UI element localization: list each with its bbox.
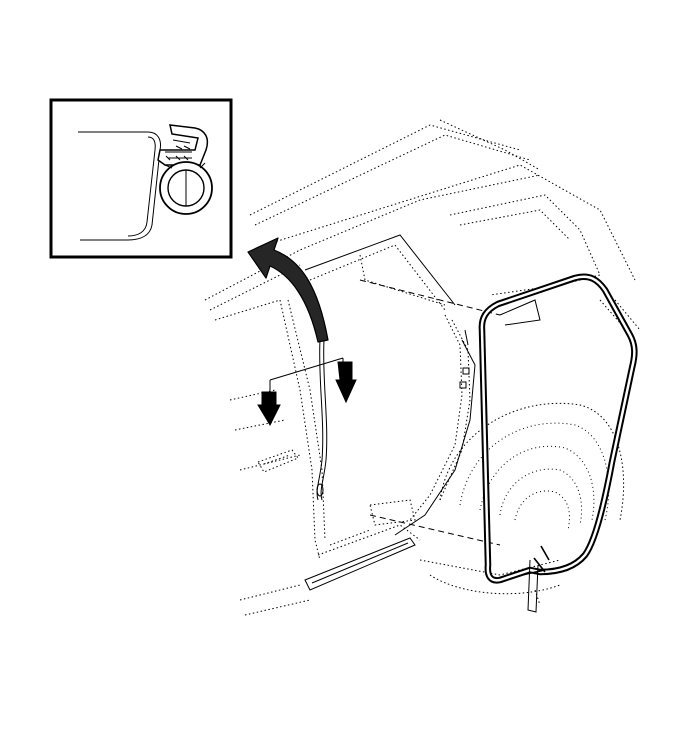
vehicle-body bbox=[204, 119, 641, 616]
door-weatherstrip bbox=[478, 273, 638, 613]
install-plane bbox=[269, 357, 344, 420]
press-down-arrow-icon bbox=[335, 361, 357, 404]
detail-inset bbox=[49, 98, 233, 259]
press-down-arrow-icon bbox=[257, 391, 281, 427]
weatherstrip-seal-removed bbox=[316, 339, 328, 501]
curved-arrow-icon bbox=[247, 237, 329, 343]
